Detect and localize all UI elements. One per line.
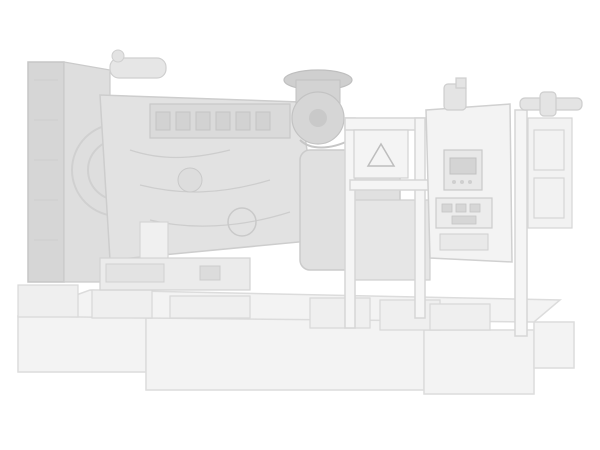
control-frame	[344, 109, 528, 337]
battery-box	[99, 257, 251, 291]
exhaust-pipe	[443, 77, 583, 117]
air-filter	[283, 69, 353, 149]
warning-panel	[353, 129, 409, 179]
expansion-tank	[109, 49, 167, 79]
control-panel	[425, 103, 513, 263]
breaker-box	[139, 221, 169, 259]
radiator	[27, 61, 111, 283]
engine-block	[99, 94, 321, 261]
output-bracket	[527, 117, 573, 229]
skid-rails	[17, 284, 491, 331]
